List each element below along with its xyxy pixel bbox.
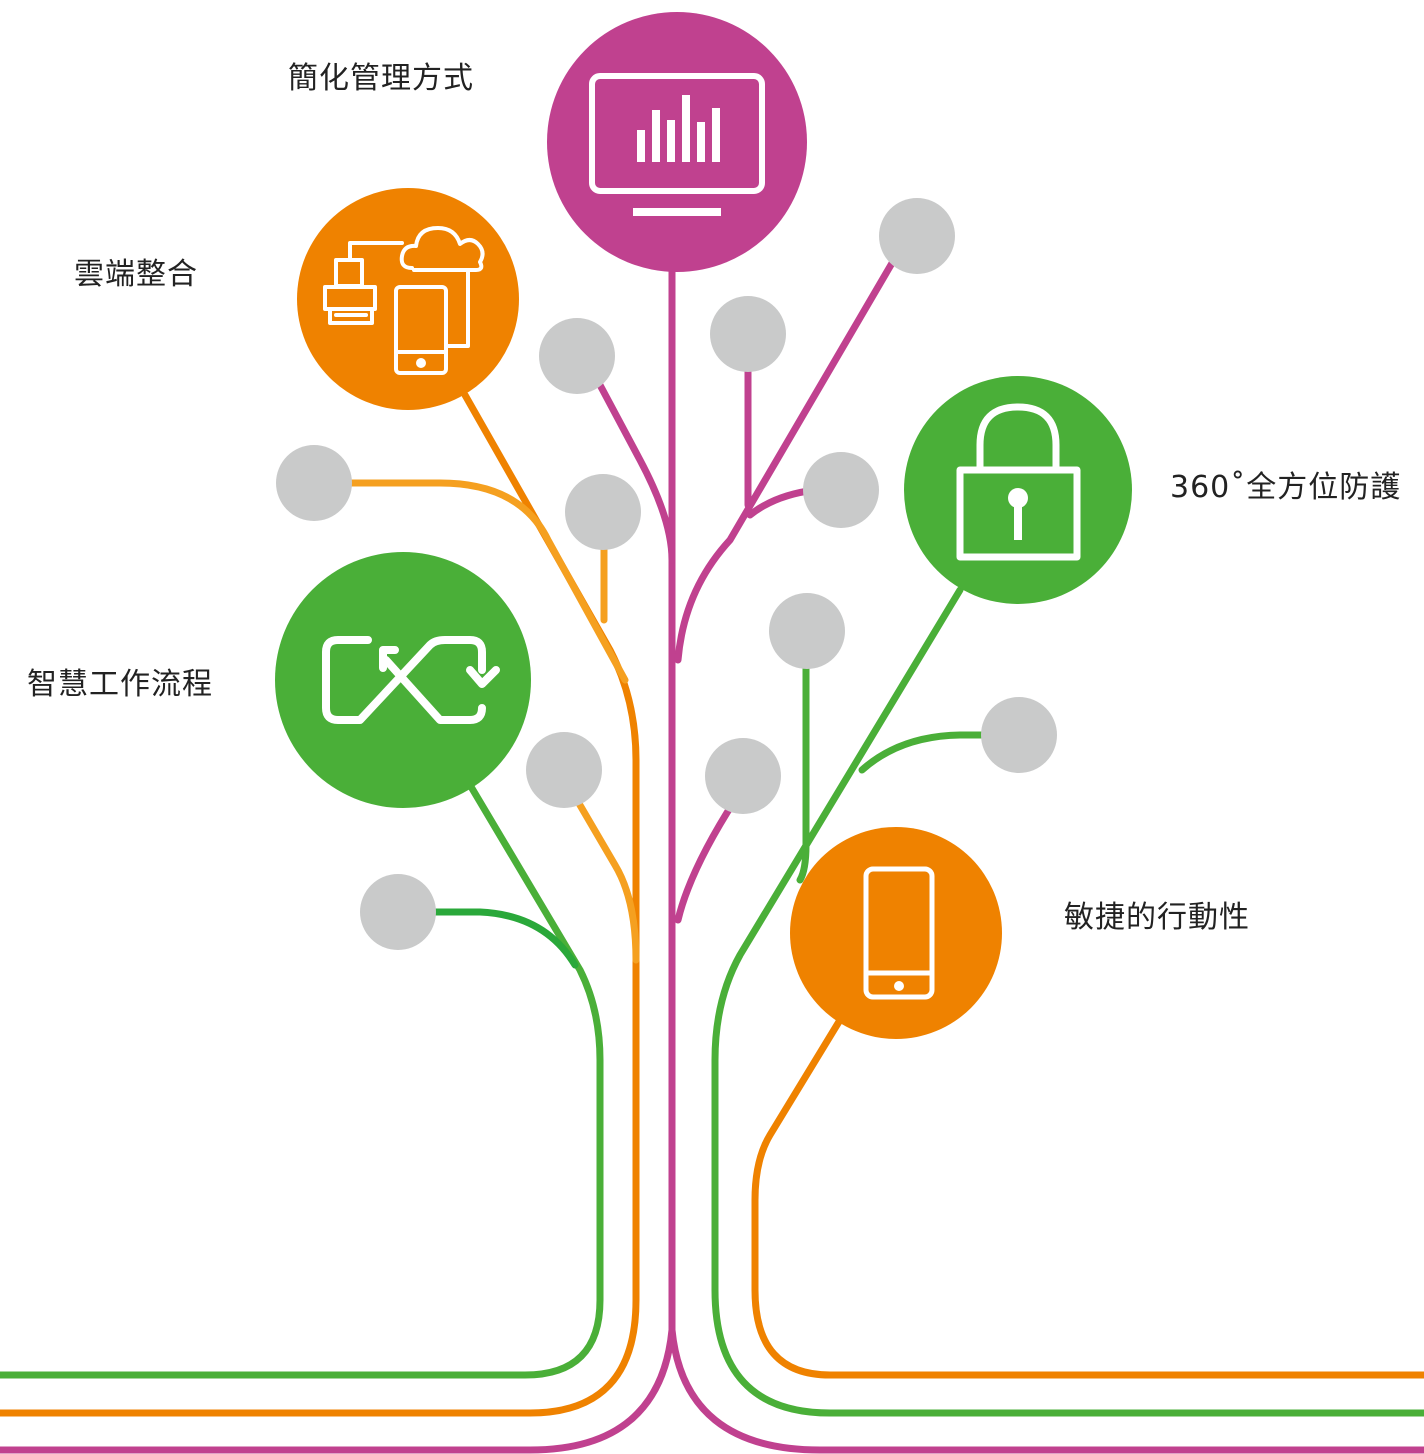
- label-agile-mobility: 敏捷的行動性: [1064, 900, 1250, 935]
- cloud-devices-icon: [323, 226, 485, 375]
- twig-green-vertical: [796, 661, 810, 884]
- leaf-node: [276, 445, 352, 521]
- branch-magenta-lower: [674, 796, 739, 924]
- branch-green-left-twig: [426, 908, 579, 969]
- leaf-node: [769, 593, 845, 669]
- trunk-orange-right: [751, 1016, 1424, 1379]
- leaf-node: [360, 874, 436, 950]
- label-smart-workflow: 智慧工作流程: [27, 667, 213, 702]
- leaf-node: [710, 296, 786, 372]
- monitor-chart-icon: [589, 73, 765, 216]
- leaf-node: [539, 318, 615, 394]
- feature-mobility-circle: [790, 827, 1002, 1039]
- padlock-icon: [956, 403, 1081, 561]
- workflow-arrows-icon: [322, 636, 500, 724]
- trunk-green-right: [711, 586, 1424, 1417]
- branch-magenta-upper-right: [674, 254, 899, 664]
- branch-orange-light-lower: [573, 796, 640, 964]
- leaf-node: [565, 474, 641, 550]
- label-simplify-management: 簡化管理方式: [288, 61, 474, 96]
- feature-cloud-circle: [297, 188, 519, 410]
- branch-magenta-upper-left: [596, 381, 676, 564]
- twig-green-to-right-node: [858, 731, 999, 774]
- branch-lines: [0, 246, 1424, 1454]
- label-cloud-integration: 雲端整合: [74, 257, 198, 292]
- feature-simplify-circle: [547, 12, 807, 272]
- feature-workflow-circle: [275, 552, 531, 808]
- smartphone-icon: [863, 866, 935, 1000]
- leaf-node: [879, 198, 955, 274]
- trunk-magenta-right: [668, 1326, 1424, 1454]
- trunk-green-left: [0, 781, 604, 1379]
- branch-orange-light-upper: [336, 479, 629, 684]
- feature-security-circle: [904, 376, 1132, 604]
- leaf-nodes: [276, 198, 1057, 950]
- leaf-node: [705, 738, 781, 814]
- leaf-node: [803, 452, 879, 528]
- trunk-magenta-left: [0, 246, 676, 1454]
- leaf-node: [526, 732, 602, 808]
- leaf-node: [981, 697, 1057, 773]
- label-360-security: 360˚全方位防護: [1170, 470, 1402, 505]
